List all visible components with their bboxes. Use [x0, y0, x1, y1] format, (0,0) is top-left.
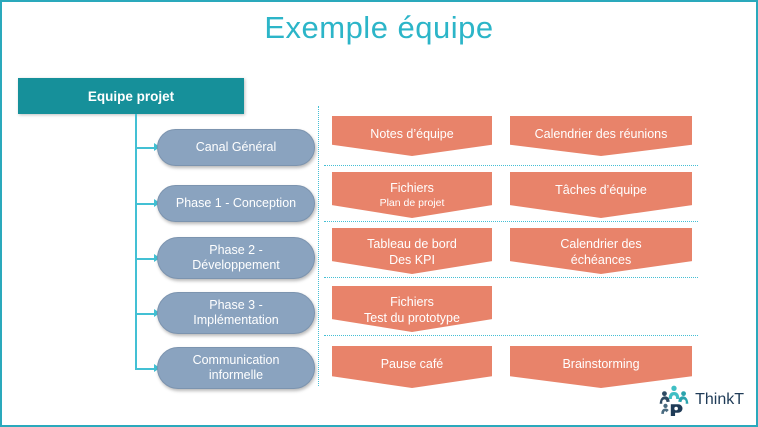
vertical-dotted-divider	[318, 106, 319, 386]
brand-logo: ThinkT	[657, 383, 744, 417]
logo-text: ThinkT	[695, 391, 744, 408]
node-canal-general[interactable]: Canal Général	[157, 129, 315, 166]
card-line2: échéances	[570, 252, 632, 267]
node-phase-3-implementation[interactable]: Phase 3 - Implémentation	[157, 292, 315, 334]
node-label-line2: Développement	[192, 258, 280, 272]
card-pause-cafe[interactable]: Pause café	[332, 346, 492, 388]
tree-branch-4	[135, 313, 157, 315]
node-communication-informelle[interactable]: Communication informelle	[157, 347, 315, 389]
page-title: Exemple équipe	[264, 10, 494, 45]
card-brainstorming[interactable]: Brainstorming	[510, 346, 692, 388]
node-label: Phase 2 - Développement	[192, 243, 280, 273]
card-fichiers-test-du-prototype[interactable]: Fichiers Test du prototype	[332, 286, 492, 332]
tree-branch-3	[135, 258, 157, 260]
card-calendrier-des-reunions[interactable]: Calendrier des réunions	[510, 116, 692, 156]
node-label-line1: Phase 3 -	[209, 298, 263, 312]
row-divider-4	[324, 335, 698, 336]
card-line2: Test du prototype	[364, 310, 460, 325]
row-divider-3	[324, 277, 698, 278]
node-label-line2: Implémentation	[193, 313, 279, 327]
node-label: Phase 1 - Conception	[175, 196, 297, 210]
card-line2: Plan de projet	[379, 196, 445, 209]
node-label: Communication informelle	[193, 353, 280, 383]
card-tableau-de-bord-des-kpi[interactable]: Tableau de bord Des KPI	[332, 228, 492, 274]
card-line1: Pause café	[380, 357, 444, 371]
card-line1: Brainstorming	[562, 357, 640, 371]
node-label: Canal Général	[195, 140, 277, 154]
card-line1: Calendrier des	[560, 237, 642, 251]
tree-branch-2	[135, 203, 157, 205]
card-line1: Calendrier des réunions	[534, 127, 668, 141]
card-taches-d-equipe[interactable]: Tâches d’équipe	[510, 172, 692, 218]
card-calendrier-des-echeances[interactable]: Calendrier des échéances	[510, 228, 692, 274]
card-notes-d-equipe[interactable]: Notes d’équipe	[332, 116, 492, 156]
tree-branch-1	[135, 147, 157, 149]
card-line1: Tableau de bord	[367, 237, 457, 251]
card-line2: Des KPI	[389, 252, 435, 267]
root-node-label: Equipe projet	[87, 88, 175, 104]
node-phase-2-developpement[interactable]: Phase 2 - Développement	[157, 237, 315, 279]
node-phase-1-conception[interactable]: Phase 1 - Conception	[157, 185, 315, 222]
card-line1: Fichiers	[390, 181, 434, 195]
card-fichiers-plan-de-projet[interactable]: Fichiers Plan de projet	[332, 172, 492, 218]
card-line1: Notes d’équipe	[370, 127, 454, 141]
tree-branch-5	[135, 368, 157, 370]
card-line1: Fichiers	[390, 295, 434, 309]
people-circle-icon	[659, 385, 689, 416]
node-label-line1: Communication	[192, 353, 280, 367]
row-divider-2	[324, 221, 698, 222]
root-node-equipe-projet[interactable]: Equipe projet	[18, 78, 244, 114]
tree-trunk-line	[135, 114, 137, 368]
node-label: Phase 3 - Implémentation	[193, 298, 278, 328]
row-divider-1	[324, 165, 698, 166]
card-line1: Tâches d’équipe	[555, 183, 647, 197]
node-label-line2: informelle	[208, 368, 264, 382]
node-label-line1: Phase 2 -	[209, 243, 263, 257]
